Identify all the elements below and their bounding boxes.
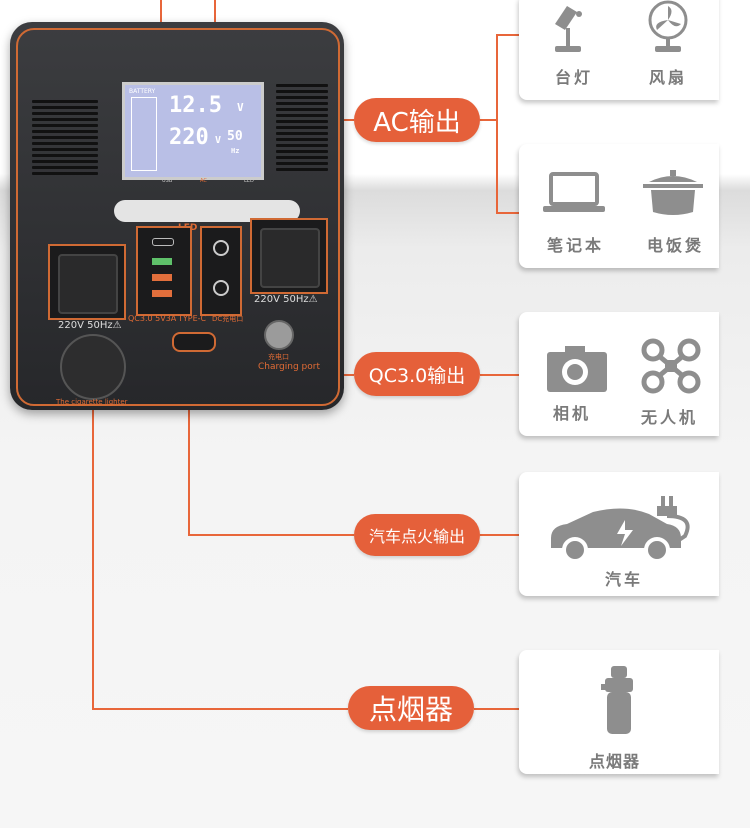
cigarette-socket [60,334,126,400]
car-output-callout: 汽车点火输出 [354,514,480,556]
charging-cn: 充电口 [268,353,289,361]
laptop-icon [543,172,605,212]
rice-cooker-icon [643,170,703,215]
usb-ports [136,226,192,316]
lighter-label: The cigarette lighter [56,398,128,406]
connector-line [188,320,190,536]
dc-ports [200,226,242,316]
fan-label: 风扇 [649,68,688,87]
card-car: 汽车 [519,472,719,596]
ac-voltage-unit: V [215,135,222,146]
connector-line [480,374,520,376]
led-indicator: LED [244,178,254,184]
charging-port [264,320,294,350]
fan-icon [648,0,688,52]
cigarette-lighter-icon [601,666,633,734]
ac-socket-left [48,244,126,320]
connector-line [474,708,520,710]
rice-cooker-label: 电饭煲 [647,236,705,255]
usb-label: QC3.0 5V3A [128,314,177,323]
battery-label: BATTERY [129,88,156,95]
connector-line [480,534,520,536]
ac-indicator: AC [200,178,207,184]
qc-output-callout: QC3.0输出 [354,352,480,396]
connector-line [480,119,498,121]
camera-label: 相机 [553,404,592,423]
socket-left-label: 220V 50Hz⚠ [58,320,122,331]
ac-voltage: 220 [169,125,209,150]
drone-label: 无人机 [641,408,699,427]
lighter-callout: 点烟器 [348,686,474,730]
dc-voltage-unit: V [237,101,244,114]
connector-line [92,392,94,710]
frequency: 50 [227,129,243,144]
front-panel [16,28,340,406]
connector-line [496,34,498,214]
card-ac-small: 台灯 风扇 [519,0,719,100]
electric-car-icon [551,496,690,563]
laptop-label: 笔记本 [547,236,605,255]
card-qc: 相机 无人机 [519,312,719,436]
car-output-port [172,332,216,352]
desk-lamp-icon [555,6,582,52]
drone-icon [641,338,701,394]
charging-en: Charging port [258,362,320,372]
card-lighter: 点烟器 [519,650,719,774]
dc-label: DC充电口 [212,315,244,323]
dc-voltage: 12.5 [169,93,222,118]
right-vent [276,84,328,174]
connector-line [496,34,520,36]
lighter-card-label: 点烟器 [589,752,641,771]
car-label: 汽车 [605,570,644,589]
camera-icon [547,346,607,392]
connector-line [92,708,348,710]
lamp-label: 台灯 [555,68,594,87]
led-light-bar [114,200,300,222]
frequency-unit: Hz [231,147,240,155]
ac-output-callout: AC输出 [354,98,480,142]
card-ac-large: 笔记本 电饭煲 [519,144,719,268]
connector-line [496,212,520,214]
battery-gauge [131,97,157,171]
socket-right-label: 220V 50Hz⚠ [254,294,318,305]
usb-indicator: USB [162,178,173,184]
ac-socket-right [250,218,328,294]
connector-line [188,534,354,536]
power-station: BATTERY 12.5 V 220 V 50 Hz USB AC LED LE… [10,22,344,410]
left-vent [32,100,98,178]
typec-label: TYPE-C [178,314,207,323]
lcd-display: BATTERY 12.5 V 220 V 50 Hz [122,82,264,180]
